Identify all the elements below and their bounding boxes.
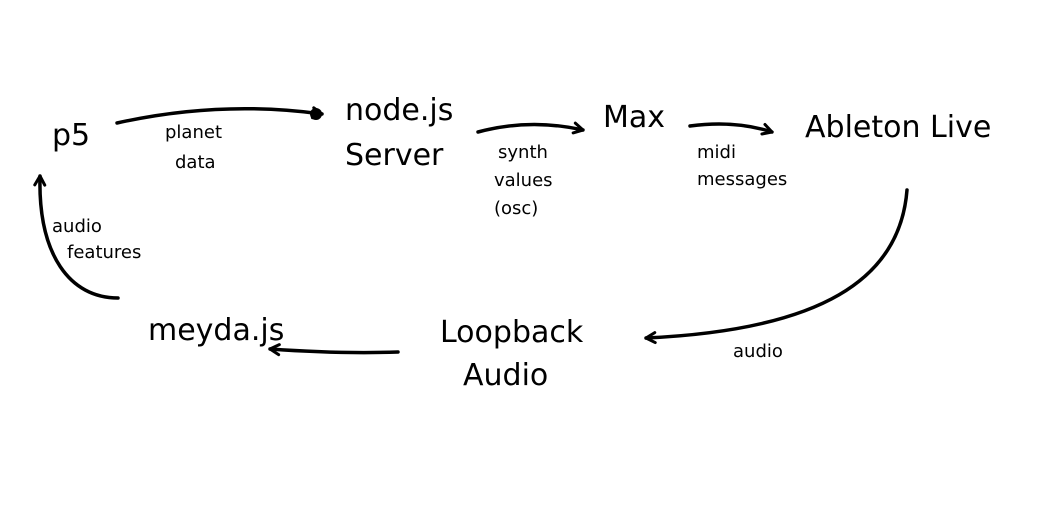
label-audio: audio xyxy=(733,341,783,362)
arrow-node-to-max xyxy=(476,121,585,135)
node-ableton-live: Ableton Live xyxy=(805,110,991,145)
node-p5: p5 xyxy=(52,118,90,153)
arrow-p5-to-node-dot xyxy=(310,108,322,120)
arrow-max-to-ableton xyxy=(688,122,774,136)
arrow-meyda-to-p5 xyxy=(33,174,120,300)
label-midi: midi xyxy=(697,142,736,163)
node-nodejs-line2: Server xyxy=(345,138,444,173)
arrow-ableton-to-loopback xyxy=(644,188,909,345)
node-loopback-line1: Loopback xyxy=(440,315,584,350)
node-max: Max xyxy=(603,100,665,135)
label-messages: messages xyxy=(697,169,787,190)
node-nodejs-line1: node.js xyxy=(345,93,453,128)
label-data: data xyxy=(175,152,216,173)
arrow-p5-to-node xyxy=(115,106,324,125)
label-synth: synth xyxy=(498,142,548,163)
label-planet: planet xyxy=(165,122,222,143)
arrow-loopback-to-meyda xyxy=(268,343,400,357)
node-meyda: meyda.js xyxy=(148,313,284,348)
label-audio-features-1: audio xyxy=(52,216,102,237)
label-osc: (osc) xyxy=(494,198,538,219)
label-audio-features-2: features xyxy=(67,242,141,263)
node-loopback-line2: Audio xyxy=(463,358,548,393)
label-values: values xyxy=(494,170,553,191)
